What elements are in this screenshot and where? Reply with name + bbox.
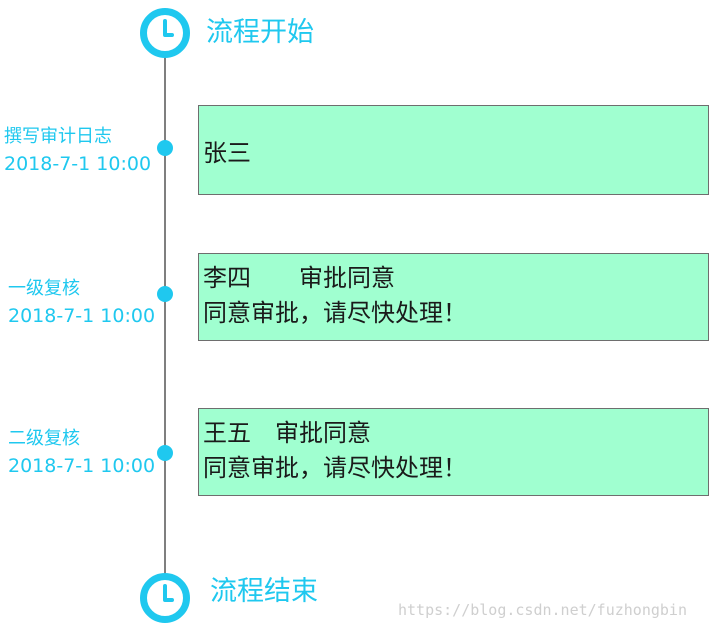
step-2-label: 一级复核 <box>8 278 80 299</box>
step-3-dot <box>157 445 173 461</box>
step-3-date: 2018-7-1 10:00 <box>8 455 156 477</box>
step-2-line-2: 同意审批，请尽快处理！ <box>203 299 467 327</box>
start-title: 流程开始 <box>206 17 314 48</box>
timeline-line <box>164 54 166 576</box>
step-3-line-1: 王五 审批同意 <box>203 419 371 447</box>
start-clock-icon <box>139 7 191 59</box>
end-clock-icon <box>139 572 191 624</box>
step-2-box: 李四 审批同意 同意审批，请尽快处理！ <box>198 253 709 341</box>
end-title: 流程结束 <box>210 576 318 607</box>
step-1-line-1: 张三 <box>203 139 251 167</box>
step-3-label: 二级复核 <box>8 428 80 449</box>
step-3-box: 王五 审批同意 同意审批，请尽快处理！ <box>198 408 709 496</box>
step-1-date: 2018-7-1 10:00 <box>4 153 152 175</box>
step-1-label: 撰写审计日志 <box>4 126 112 147</box>
step-3-line-2: 同意审批，请尽快处理！ <box>203 454 467 482</box>
watermark: https://blog.csdn.net/fuzhongbin <box>398 601 687 619</box>
step-2-dot <box>157 286 173 302</box>
step-2-line-1: 李四 审批同意 <box>203 264 395 292</box>
step-2-date: 2018-7-1 10:00 <box>8 305 156 327</box>
step-1-dot <box>157 140 173 156</box>
step-1-box: 张三 <box>198 105 709 195</box>
